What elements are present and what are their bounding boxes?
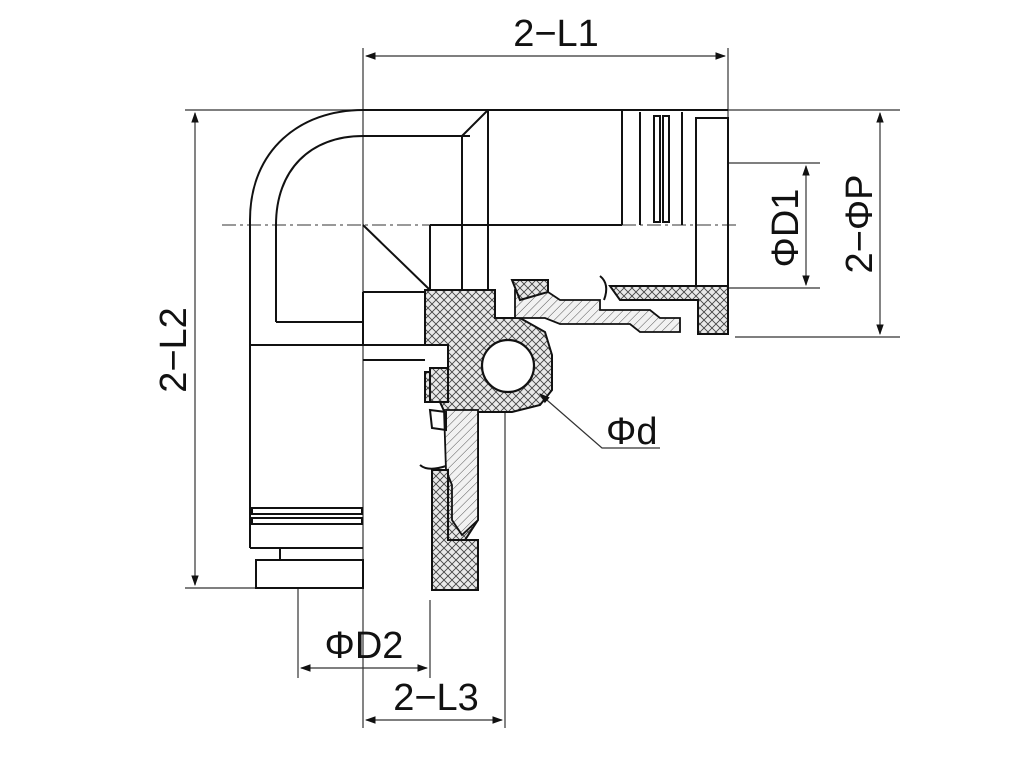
label-d: Φd xyxy=(606,411,657,453)
label-l2: 2−L2 xyxy=(153,307,195,393)
label-l1: 2−L1 xyxy=(513,13,599,55)
label-l3: 2−L3 xyxy=(393,677,479,719)
label-d2: ΦD2 xyxy=(325,625,404,667)
fitting-body xyxy=(249,109,729,589)
dimension-labels: 2−L1 2−L2 ΦD1 2−ΦP Φd ΦD2 2−L3 xyxy=(153,13,881,719)
label-p: 2−ΦP xyxy=(839,175,881,274)
label-d1: ΦD1 xyxy=(765,189,807,268)
bore-circle xyxy=(480,338,536,394)
dimension-lines xyxy=(191,52,884,724)
section-view xyxy=(419,275,729,591)
